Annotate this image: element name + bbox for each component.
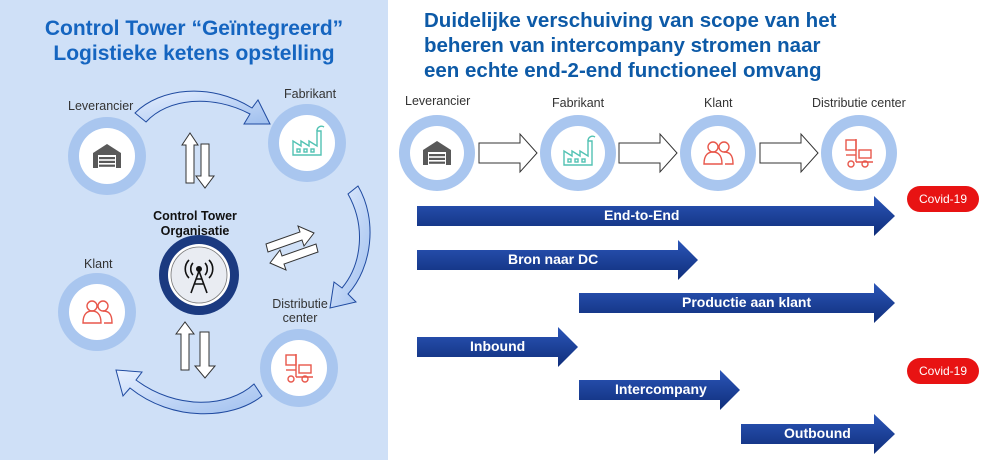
bar-intercompany [579, 370, 740, 410]
covid-badge-bottom: Covid-19 [907, 358, 979, 384]
flow-arrow-2 [618, 132, 678, 174]
control-tower-label: Control Tower Organisatie [125, 209, 265, 239]
node-leverancier [68, 117, 146, 195]
flow-arrow-3 [759, 132, 819, 174]
flow-label-distributie: Distributie center [812, 96, 906, 110]
label-distributie-line1: Distributie [272, 297, 328, 311]
right-title-line3: een echte end-2-end functioneel omvang [424, 59, 822, 82]
right-title-line1: Duidelijke verschuiving van scope van he… [424, 9, 837, 32]
flow-label-leverancier: Leverancier [405, 94, 471, 108]
left-title-line2: Logistieke ketens opstelling [53, 42, 335, 65]
node-distributie [260, 329, 338, 407]
control-tower-label-line1: Control Tower [153, 209, 237, 223]
bar-label-intercompany: Intercompany [615, 381, 707, 397]
bar-productie-aan-klant [579, 283, 895, 323]
left-title-line1: Control Tower “Geïntegreerd” [44, 17, 344, 40]
node-control-tower [159, 235, 239, 315]
flow-node-fabrikant [540, 115, 616, 191]
node-klant [58, 273, 136, 351]
covid-badge-top: Covid-19 [907, 186, 979, 212]
flow-label-klant: Klant [704, 96, 733, 110]
bar-end-to-end [417, 196, 895, 236]
flow-node-klant [680, 115, 756, 191]
two-way-arrow-upper [181, 132, 215, 189]
flow-node-leverancier [399, 115, 475, 191]
cycle-arrow-bottom [115, 369, 263, 415]
two-way-arrow-diagonal [265, 225, 319, 271]
bar-label-inbound: Inbound [470, 338, 526, 354]
bar-label-bron-naar-dc: Bron naar DC [508, 251, 599, 267]
flow-node-distributie [821, 115, 897, 191]
node-fabrikant [268, 104, 346, 182]
flow-label-fabrikant: Fabrikant [552, 96, 605, 110]
two-way-arrow-lower [175, 321, 217, 379]
bar-label-outbound: Outbound [784, 425, 851, 441]
cycle-arrow-right [329, 185, 371, 309]
right-panel-title: Duidelijke verschuiving van scope van he… [424, 8, 836, 83]
bar-outbound [741, 414, 895, 454]
label-distributie: Distributie center [270, 297, 330, 325]
label-klant: Klant [84, 257, 113, 271]
control-tower-label-line2: Organisatie [160, 224, 230, 238]
bar-label-end-to-end: End-to-End [604, 207, 680, 223]
right-title-line2: beheren van intercompany stromen naar [424, 34, 821, 57]
bar-label-productie-aan-klant: Productie aan klant [682, 294, 812, 310]
label-leverancier: Leverancier [68, 99, 134, 113]
bar-bron-naar-dc [417, 240, 698, 280]
left-panel-title: Control Tower “Geïntegreerd” Logistieke … [0, 16, 388, 66]
flow-arrow-1 [478, 132, 538, 174]
label-fabrikant: Fabrikant [284, 87, 337, 101]
bar-inbound [417, 327, 578, 367]
label-distributie-line2: center [282, 311, 318, 325]
cycle-arrow-top [134, 90, 271, 125]
